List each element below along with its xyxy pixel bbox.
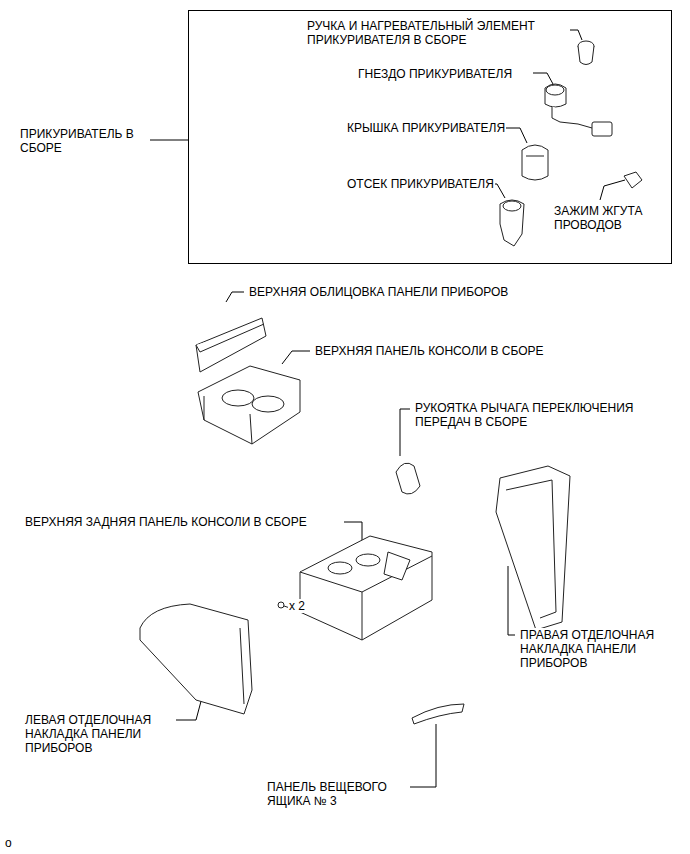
part-name: РУКОЯТКА РЫЧАГА ПЕРЕКЛЮЧЕНИЯ ПЕРЕДАЧ В С… [414,401,666,429]
quantity-label: x 2 [288,599,306,613]
part-name: РУЧКА И НАГРЕВАТЕЛЬНЫЙ ЭЛЕМЕНТ ПРИКУРИВА… [306,19,570,47]
part-name: ЛЕВАЯ ОТДЕЛОЧНАЯ НАКЛАДКА ПАНЕЛИ ПРИБОРО… [24,713,176,755]
part-name: ПРАВАЯ ОТДЕЛОЧНАЯ НАКЛАДКА ПАНЕЛИ ПРИБОР… [519,628,671,670]
page-mark: o [4,836,13,850]
part-name: ЗАЖИМ ЖГУТА ПРОВОДОВ [553,204,667,232]
part-name: ВЕРХНЯЯ ОБЛИЦОВКА ПАНЕЛИ ПРИБОРОВ [248,285,509,299]
part-name: ГНЕЗДО ПРИКУРИВАТЕЛЯ [357,67,513,81]
part-name: ОТСЕК ПРИКУРИВАТЕЛЯ [346,177,495,191]
part-name: ВЕРХНЯЯ ПАНЕЛЬ КОНСОЛИ В СБОРЕ [314,344,545,358]
part-name: КРЫШКА ПРИКУРИВАТЕЛЯ [346,121,506,135]
part-name: ВЕРХНЯЯ ЗАДНЯЯ ПАНЕЛЬ КОНСОЛИ В СБОРЕ [24,515,308,529]
assembly-title: ПРИКУРИВАТЕЛЬ В СБОРЕ [19,127,149,155]
part-name: ПАНЕЛЬ ВЕЩЕВОГО ЯЩИКА № 3 [266,780,410,808]
part-drawings [140,41,642,724]
assembly-box: ПРИКУРИВАТЕЛЬ В СБОРЕРУЧКА И НАГРЕВАТЕЛЬ… [188,10,672,264]
